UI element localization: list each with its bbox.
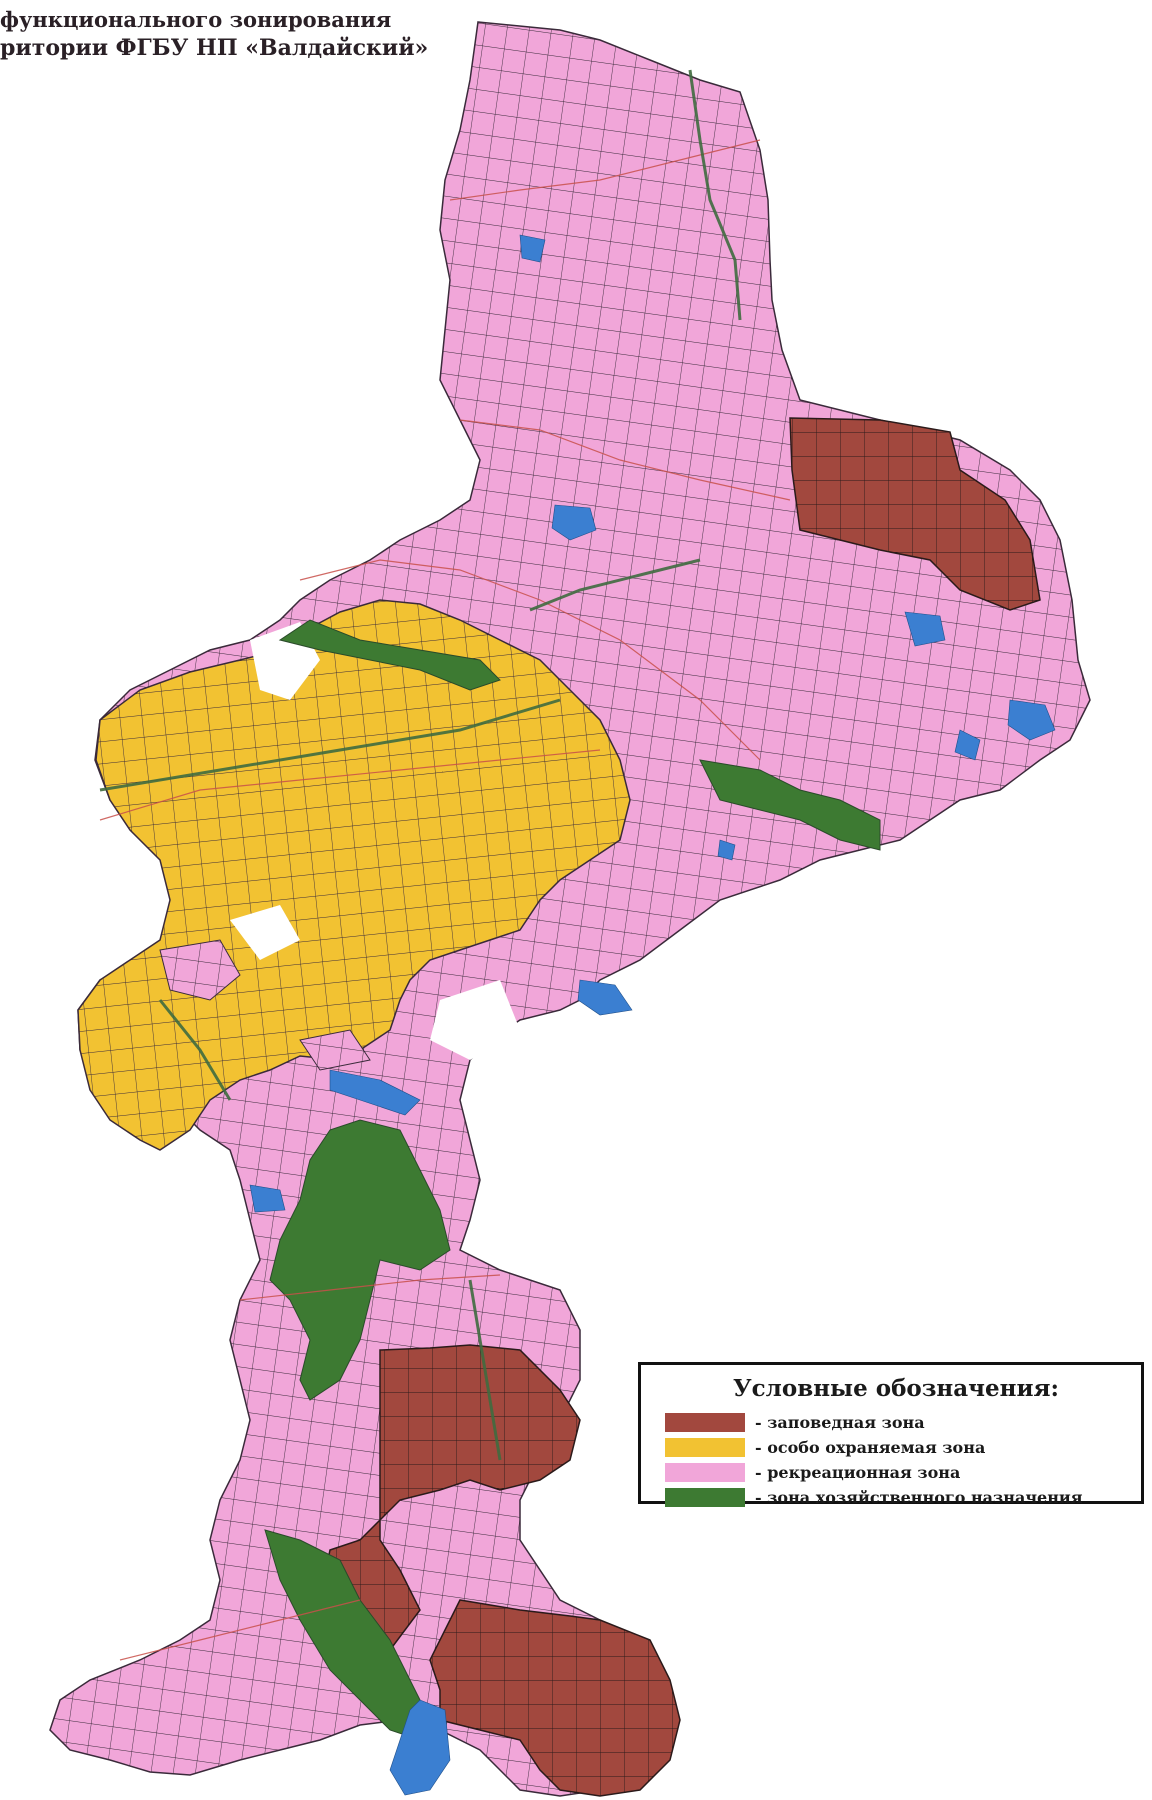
protected-zone [77,599,631,1151]
economic-zone-swatch [665,1488,745,1507]
reserve-zone-south [429,1599,681,1797]
reserve-zone-north [789,417,1041,611]
legend-label-recreation: - рекреационная зона [755,1463,961,1482]
map-title-line-1: функционального зонирования [0,7,392,32]
legend-label-reserve: - заповедная зона [755,1413,925,1432]
water-bodies [249,234,1056,1796]
map-title-line-2: ритории ФГБУ НП «Валдайский» [0,35,429,61]
reserve-zones [319,417,1041,1797]
protected-zone-swatch [665,1438,745,1457]
legend-item-economic: - зона хозяйственного назначения [665,1485,1127,1510]
legend-item-reserve: - заповедная зона [665,1410,1127,1435]
legend-label-protected: - особо охраняемая зона [755,1438,986,1457]
reserve-zone-middle [319,1344,581,1651]
map-title: функционального зонирования ритории ФГБУ… [0,6,428,62]
economic-zones [264,619,881,1741]
map-legend: Условные обозначения: - заповедная зона … [638,1362,1144,1507]
recreation-zone-swatch [665,1463,745,1482]
legend-title: Условные обозначения: [732,1375,1060,1402]
railways [99,69,742,1461]
reserve-zone-swatch [665,1413,745,1432]
roads [99,139,791,1661]
legend-label-economic: - зона хозяйственного назначения [755,1488,1083,1507]
legend-item-protected: - особо охраняемая зона [665,1435,1127,1460]
legend-item-recreation: - рекреационная зона [665,1460,1127,1485]
